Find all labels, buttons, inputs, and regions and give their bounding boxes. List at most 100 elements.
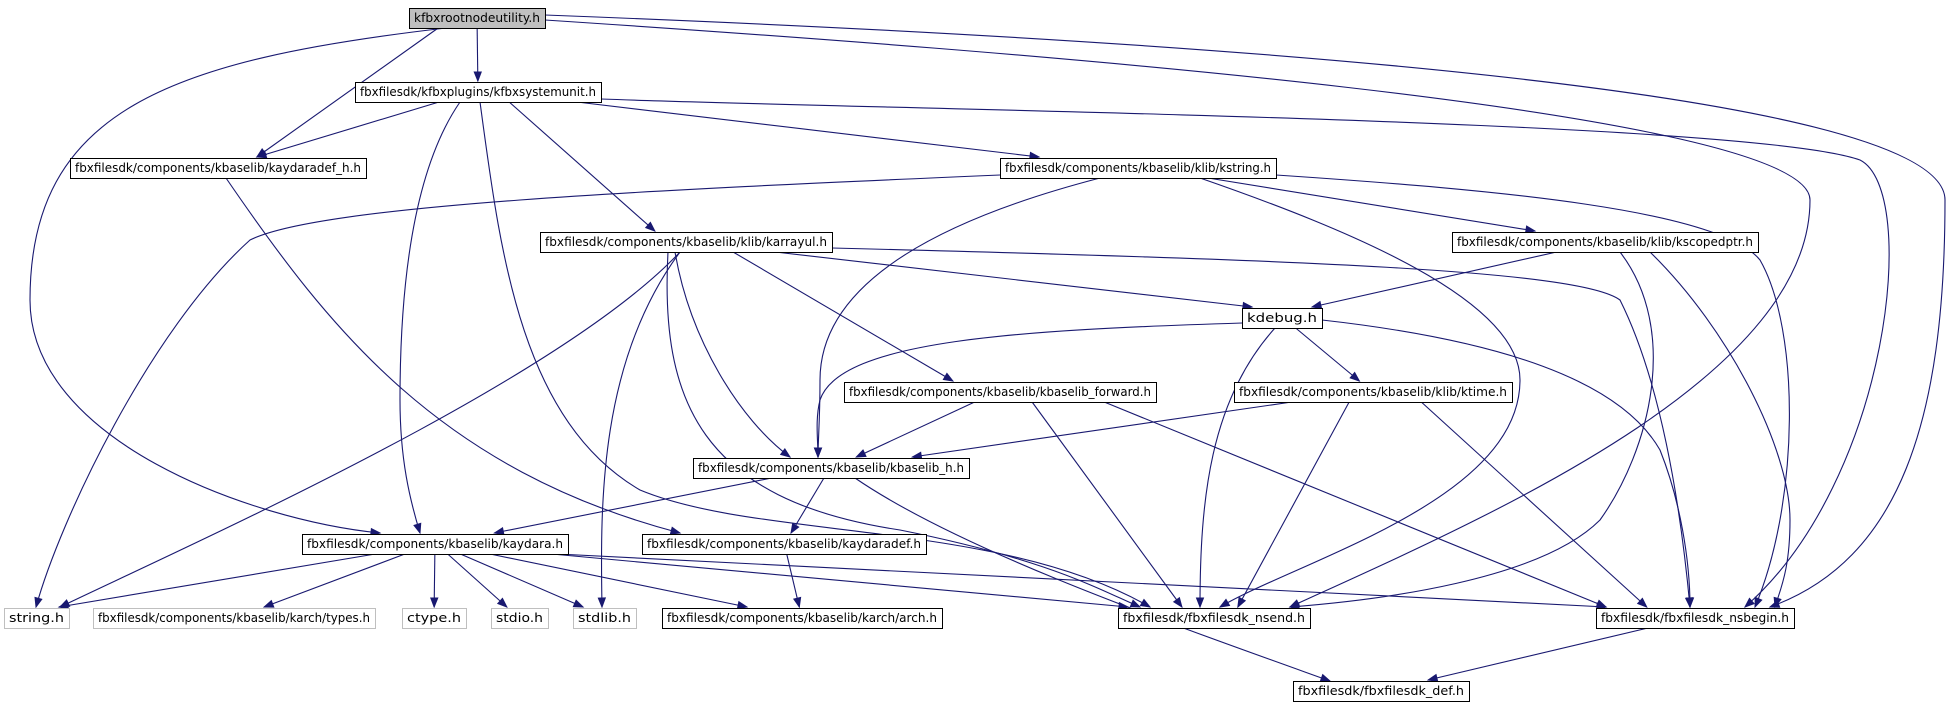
node-box (1000, 158, 1277, 179)
arrowhead (1754, 596, 1763, 609)
edge-karrayul-to-kdebug (775, 251, 1254, 311)
edge-line (1427, 627, 1649, 681)
edge-line (666, 251, 1141, 608)
edge-line (1104, 401, 1607, 608)
arrowhead (1195, 597, 1205, 609)
edge-line (600, 98, 1890, 608)
node-kdebug[interactable]: kdebug.h (1242, 308, 1323, 329)
edge-line (544, 14, 1946, 608)
edge-kbaselib_h-to-kaydara (493, 477, 772, 536)
edge-line (225, 177, 681, 534)
node-kaydara[interactable]: fbxfilesdk/components/kbaselib/kaydara.h (302, 534, 569, 555)
node-kaydaradef[interactable]: fbxfilesdk/components/kbaselib/kaydarade… (642, 534, 927, 555)
node-label: fbxfilesdk/kfbxplugins/kfbxsystemunit.h (360, 85, 596, 99)
arrowhead (1773, 596, 1782, 609)
arrowhead (1426, 673, 1439, 682)
node-label: fbxfilesdk/components/kbaselib/karch/arc… (667, 611, 937, 625)
node-ktime[interactable]: fbxfilesdk/components/kbaselib/klib/ktim… (1234, 382, 1513, 403)
edge-karrayul-to-kbaselib_forward (732, 251, 955, 382)
node-box (1452, 232, 1759, 253)
dependency-edges (29, 14, 1946, 682)
node-kaydaradef_h[interactable]: fbxfilesdk/components/kbaselib/kaydarade… (70, 158, 367, 179)
edge-karrayul-to-nsbegin (831, 247, 1694, 609)
arrowhead (942, 372, 955, 382)
arrowhead (255, 150, 268, 159)
node-label: fbxfilesdk/components/kbaselib/klib/karr… (545, 235, 827, 249)
arrowhead (1349, 371, 1361, 382)
node-karrayul[interactable]: fbxfilesdk/components/kbaselib/klib/karr… (540, 232, 833, 253)
edge-kstring-to-string (34, 174, 1001, 609)
edge-kbaselib_forward-to-kbaselib_h (855, 401, 975, 458)
edge-line (263, 553, 406, 608)
edge-line (544, 19, 1811, 608)
arrowhead (813, 447, 823, 459)
edge-kstring-to-nsend (1199, 177, 1521, 608)
edge-line (1199, 327, 1276, 608)
arrowhead (1218, 598, 1231, 608)
node-box (1234, 382, 1513, 403)
edge-kdebug-to-ktime (1295, 327, 1361, 382)
node-label: kdebug.h (1247, 311, 1317, 325)
arrowhead (413, 522, 422, 535)
node-box (1596, 608, 1795, 629)
node-kscopedptr[interactable]: fbxfilesdk/components/kbaselib/klib/ksco… (1452, 232, 1759, 253)
edge-kaydaradef_h-to-kaydaradef (225, 177, 682, 535)
edge-line (790, 477, 825, 534)
node-kbaselib_forward[interactable]: fbxfilesdk/components/kbaselib/kbaselib_… (844, 382, 1157, 403)
node-def[interactable]: fbxfilesdk/fbxfilesdk_def.h (1293, 681, 1470, 702)
edge-karrayul-to-kbaselib_h (674, 251, 792, 458)
node-nsbegin[interactable]: fbxfilesdk/fbxfilesdk_nsbegin.h (1596, 608, 1795, 629)
node-label: ctype.h (407, 611, 461, 625)
arrowhead (57, 601, 70, 610)
node-types: fbxfilesdk/components/kbaselib/karch/typ… (93, 608, 376, 629)
edge-line (576, 101, 1040, 158)
node-box (540, 232, 833, 253)
edge-kbaselib_forward-to-nsbegin (1104, 401, 1608, 608)
arrowhead (792, 596, 802, 609)
node-label: fbxfilesdk/fbxfilesdk_def.h (1298, 684, 1464, 698)
node-nsend[interactable]: fbxfilesdk/fbxfilesdk_nsend.h (1118, 608, 1311, 629)
edge-line (557, 553, 1607, 608)
node-kbaselib_h[interactable]: fbxfilesdk/components/kbaselib/kbaselib_… (693, 458, 970, 479)
edge-kbaselib_h-to-kaydaradef (790, 477, 825, 535)
node-box (1242, 308, 1323, 329)
arrowhead (1319, 673, 1332, 682)
edge-line (489, 553, 748, 608)
node-box (693, 458, 970, 479)
node-arch[interactable]: fbxfilesdk/components/kbaselib/karch/arc… (662, 608, 943, 629)
node-box (662, 608, 943, 629)
arrowhead (1172, 596, 1183, 609)
node-label: fbxfilesdk/components/kbaselib/karch/typ… (98, 611, 370, 625)
arrowhead (34, 596, 43, 609)
edge-ktime-to-kbaselib_h (910, 401, 1292, 460)
node-kfbxsystemunit[interactable]: fbxfilesdk/kfbxplugins/kfbxsystemunit.h (355, 82, 602, 103)
edge-line (600, 251, 681, 608)
node-kstring[interactable]: fbxfilesdk/components/kbaselib/klib/kstr… (1000, 158, 1277, 179)
edge-kscopedptr-to-kdebug (1310, 251, 1557, 310)
node-stdio: stdio.h (491, 608, 549, 629)
edge-line (732, 251, 954, 382)
arrowhead (736, 600, 749, 610)
edge-line (494, 477, 772, 534)
edge-kaydaradef-to-arch (786, 553, 802, 609)
edge-kaydara-to-arch (489, 553, 749, 610)
node-label: fbxfilesdk/fbxfilesdk_nsbegin.h (1601, 611, 1789, 625)
node-label: fbxfilesdk/components/kbaselib/klib/ksco… (1457, 235, 1753, 249)
edge-line (460, 553, 584, 608)
node-label: fbxfilesdk/components/kbaselib/kaydarade… (647, 537, 921, 551)
node-label: fbxfilesdk/components/kbaselib/kaydarade… (75, 161, 361, 175)
arrowhead (572, 599, 585, 608)
node-box (844, 382, 1157, 403)
edge-root-to-nsend (544, 19, 1811, 608)
arrowhead (779, 447, 792, 458)
edge-kfbxsystemunit-to-kaydaradef_h (255, 101, 440, 159)
edge-line (831, 247, 1691, 608)
arrowhead (1237, 596, 1247, 609)
node-box (1118, 608, 1311, 629)
edge-kfbxsystemunit-to-kstring (576, 101, 1041, 161)
node-box (409, 8, 546, 29)
node-label: fbxfilesdk/components/kbaselib/klib/kstr… (1005, 161, 1271, 175)
node-box (70, 158, 367, 179)
arrowhead (1139, 598, 1152, 608)
edge-line (1321, 319, 1691, 608)
